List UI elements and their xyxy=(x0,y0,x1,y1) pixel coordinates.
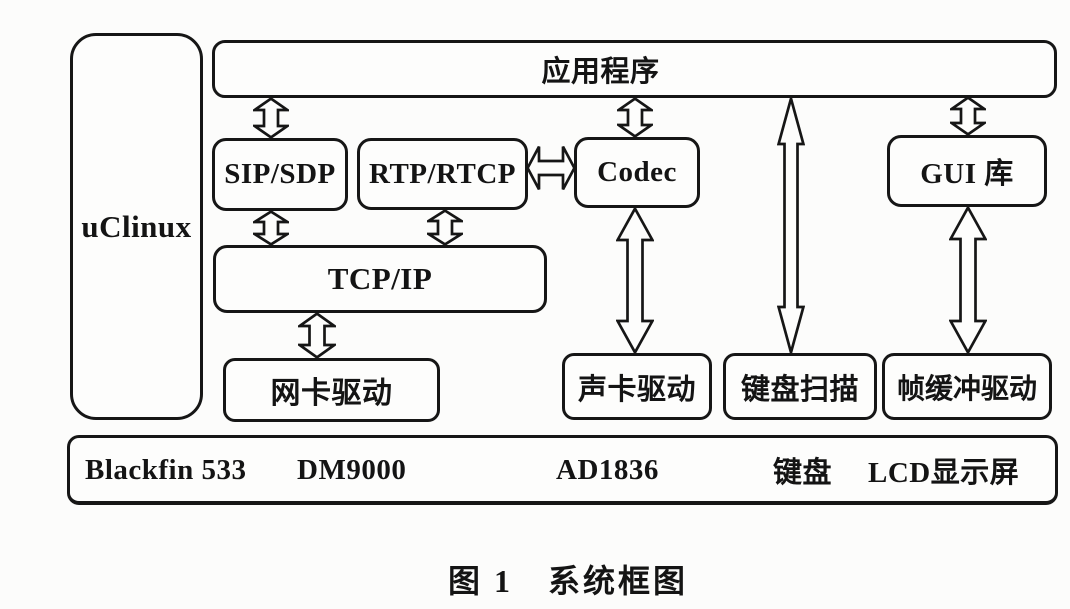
hardware-layer-box: Blackfin 533 DM9000 AD1836 键盘 LCD显示屏 xyxy=(67,435,1058,505)
hardware-audio-label: AD1836 xyxy=(556,453,659,486)
gui-lib-box: GUI 库 xyxy=(887,135,1047,207)
codec-label: Codec xyxy=(597,156,677,188)
rtp-rtcp-box: RTP/RTCP xyxy=(357,138,528,210)
framebuffer-driver-box: 帧缓冲驱动 xyxy=(882,353,1052,420)
application-layer-label: 应用程序 xyxy=(541,56,660,88)
figure-caption: 图 1 系统框图 xyxy=(447,563,688,599)
keyboard-scan-box: 键盘扫描 xyxy=(723,353,877,420)
hardware-keyboard-label: 键盘 xyxy=(773,457,833,489)
sound-driver-box: 声卡驱动 xyxy=(562,353,712,420)
arrow-app-keyboardscan xyxy=(777,97,805,354)
sound-driver-label: 声卡驱动 xyxy=(577,373,696,406)
gui-lib-label: GUI 库 xyxy=(920,158,1014,190)
sip-sdp-label: SIP/SDP xyxy=(224,158,336,190)
uclinux-box: uClinux xyxy=(70,33,203,420)
sip-sdp-box: SIP/SDP xyxy=(212,138,348,211)
hardware-ethernet-label: DM9000 xyxy=(297,453,407,486)
application-layer-box: 应用程序 xyxy=(212,40,1057,98)
hardware-lcd-label: LCD显示屏 xyxy=(868,457,1020,489)
network-driver-box: 网卡驱动 xyxy=(223,358,440,422)
arrow-codec-sounddriver xyxy=(616,207,654,354)
arrow-app-sipsdp xyxy=(253,97,289,139)
arrow-rtprtcp-codec xyxy=(526,145,576,191)
arrow-sipsdp-tcpip xyxy=(253,210,289,246)
hardware-cpu-label: Blackfin 533 xyxy=(85,453,247,486)
arrow-app-guilib xyxy=(950,96,986,136)
codec-box: Codec xyxy=(574,137,700,208)
arrow-rtprtcp-tcpip xyxy=(427,209,463,246)
tcp-ip-box: TCP/IP xyxy=(213,245,547,313)
tcp-ip-label: TCP/IP xyxy=(327,261,433,296)
arrow-tcpip-networkdriver xyxy=(298,312,336,359)
keyboard-scan-label: 键盘扫描 xyxy=(740,373,859,406)
network-driver-label: 网卡驱动 xyxy=(270,377,393,410)
arrow-guilib-framebuffer xyxy=(949,206,987,354)
uclinux-label: uClinux xyxy=(81,208,192,244)
arrow-app-codec xyxy=(617,97,653,138)
rtp-rtcp-label: RTP/RTCP xyxy=(369,157,516,190)
framebuffer-driver-label: 帧缓冲驱动 xyxy=(896,373,1037,405)
